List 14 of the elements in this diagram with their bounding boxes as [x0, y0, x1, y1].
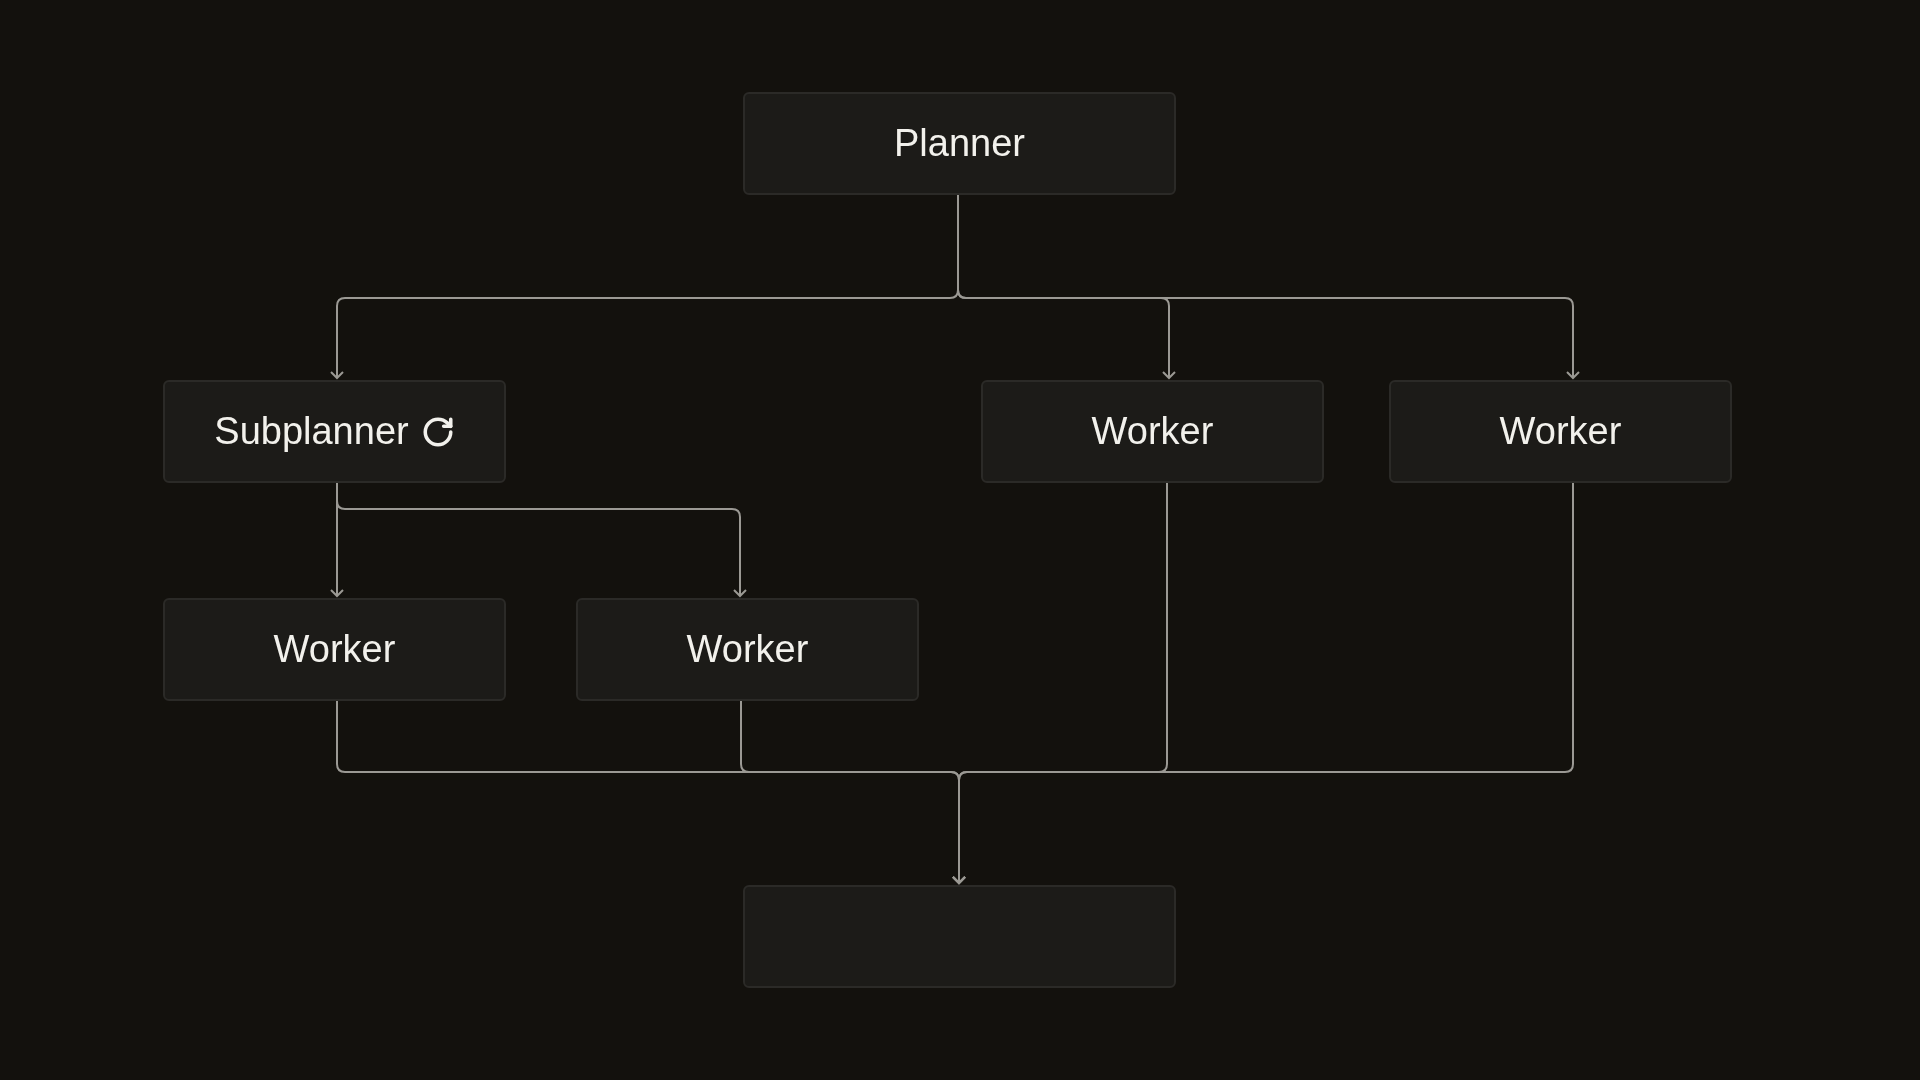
process-box [163, 380, 506, 483]
process-box [743, 92, 1176, 195]
process-box [1389, 380, 1732, 483]
node-label: Worker [1499, 409, 1622, 454]
process-box [576, 598, 919, 701]
arrow [952, 482, 1574, 884]
process-box [981, 380, 1324, 483]
process-box [743, 885, 1176, 988]
node-label: Worker [273, 627, 396, 672]
node-label: Subplanner [214, 409, 409, 454]
process-box [163, 598, 506, 701]
node-label: Worker [686, 627, 809, 672]
node-label: Worker [1091, 409, 1214, 454]
node-label: Planner [894, 121, 1025, 166]
